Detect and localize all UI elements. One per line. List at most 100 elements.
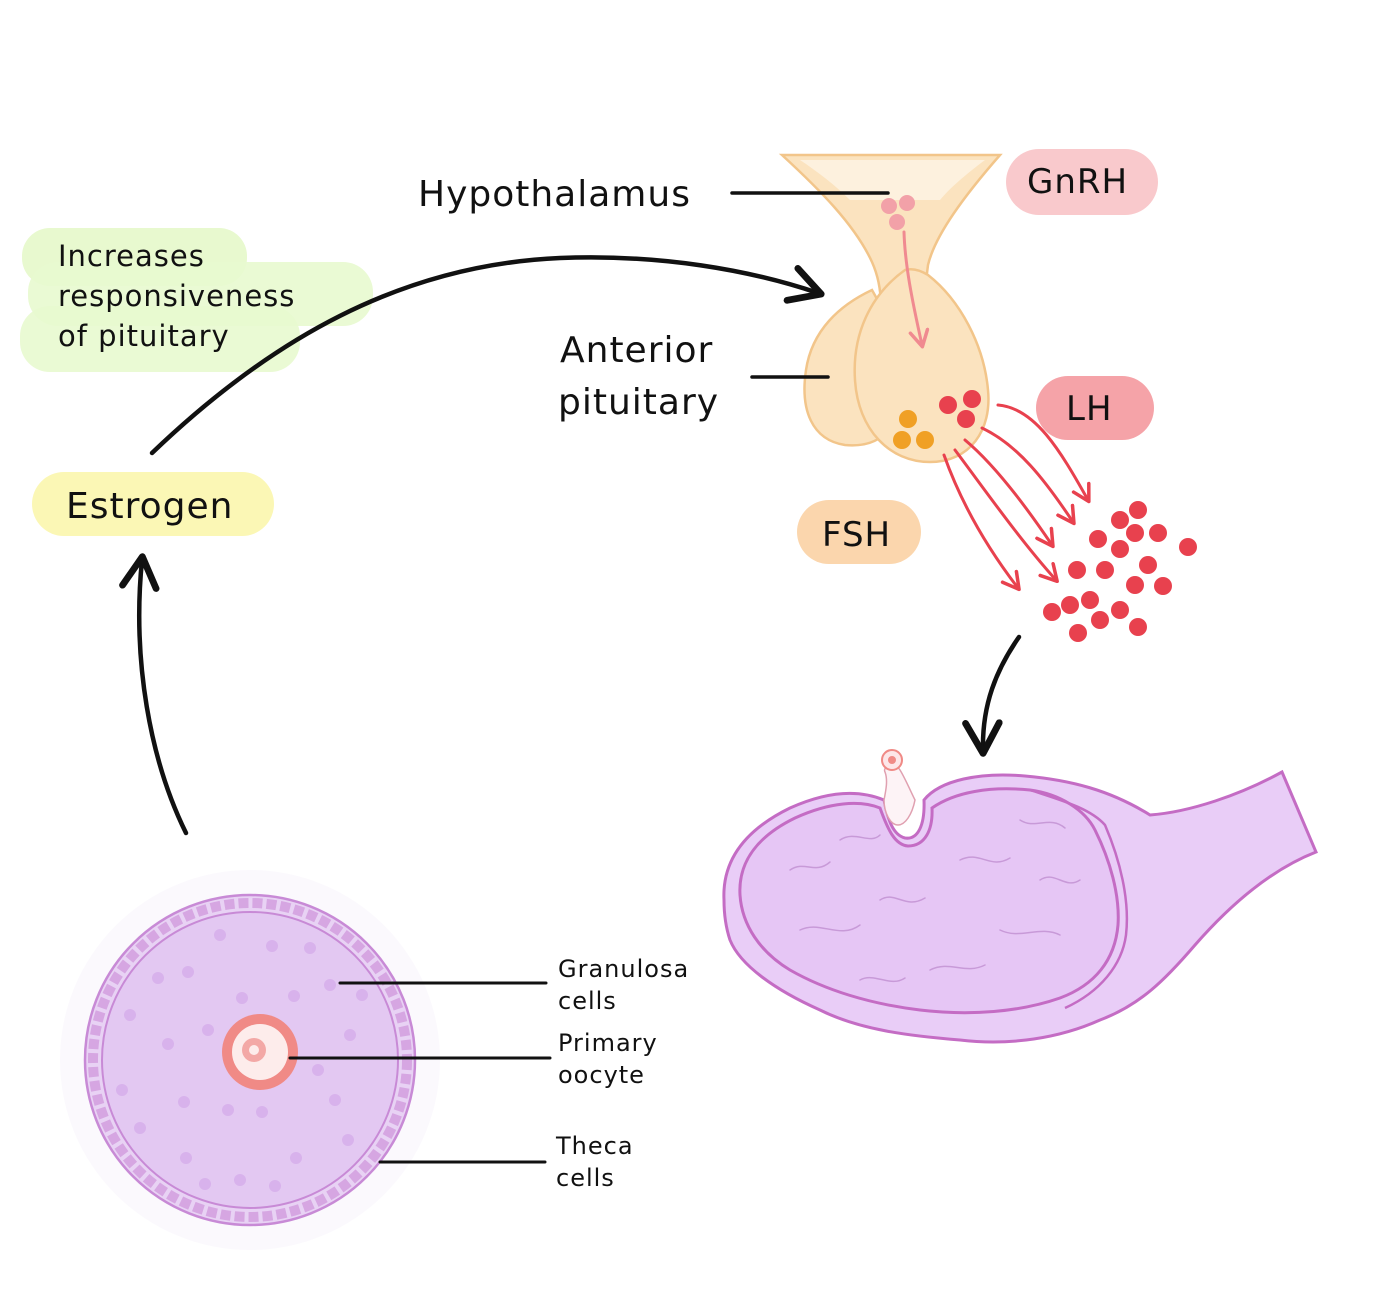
release-arrow [980, 426, 1076, 526]
hypothalamus-top-shade [800, 160, 985, 200]
gnrh-badge-bg [1006, 149, 1158, 215]
hormone-dot [1126, 576, 1144, 594]
lh-badge: LH [1036, 376, 1154, 440]
released-hormone-cluster [1043, 501, 1197, 642]
granulosa-cell [290, 1152, 302, 1164]
vessel [959, 856, 1011, 863]
fsh-granule [916, 431, 934, 449]
granulosa-cell [266, 940, 278, 952]
hormone-dot [1126, 524, 1144, 542]
hormone-dot [1129, 501, 1147, 519]
hormone-dot [1043, 603, 1061, 621]
gnrh-release-arrow [902, 230, 930, 349]
granulosa-cell [214, 929, 226, 941]
lh-granule [963, 390, 981, 408]
vessel [799, 924, 861, 932]
granulosa-cell [236, 992, 248, 1004]
theca-label-line-1: Theca [555, 1132, 634, 1160]
vessel [859, 976, 906, 983]
anterior-pituitary-label-line-2: pituitary [558, 382, 719, 423]
granulosa-cell [356, 989, 368, 1001]
release-arrow [996, 403, 1091, 504]
granulosa-cell [256, 1106, 268, 1118]
granulosa-cell [134, 1122, 146, 1134]
fsh-granule [899, 410, 917, 428]
lh-badge-bg [1036, 376, 1154, 440]
granulosa-cell [269, 1180, 281, 1192]
fsh-granule [893, 431, 911, 449]
estrogen-badge: Estrogen [32, 472, 274, 536]
hormone-dot [1154, 577, 1172, 595]
note-line-3: of pituitary [58, 319, 230, 353]
granulosa-cell [234, 1174, 246, 1186]
gnrh-granule [899, 195, 915, 211]
hormone-dot [1111, 511, 1129, 529]
granulosa-cell-dots [116, 929, 368, 1192]
fsh-label: FSH [822, 515, 891, 555]
anterior-pituitary-label-line-1: Anterior [560, 330, 713, 371]
ovary-cortex [738, 787, 1120, 1015]
granulosa-cell [180, 1152, 192, 1164]
responsiveness-note: Increases responsiveness of pituitary [20, 228, 373, 372]
hormone-dot [1089, 530, 1107, 548]
estrogen-label: Estrogen [66, 486, 233, 527]
granulosa-cell [116, 1084, 128, 1096]
gnrh-badge: GnRH [1006, 149, 1158, 215]
vessel [999, 929, 1061, 936]
granulosa-cell [304, 942, 316, 954]
granulosa-cell [199, 1178, 211, 1190]
lh-granule [957, 410, 975, 428]
vessel [789, 861, 831, 871]
vessel [1019, 819, 1066, 829]
granulosa-ring-dashes [88, 898, 412, 1222]
hormone-dot [1139, 556, 1157, 574]
hormone-dot [1179, 538, 1197, 556]
granulosa-cell [342, 1134, 354, 1146]
pituitary-anterior-lobe [853, 267, 990, 464]
note-line-1: Increases [58, 239, 205, 273]
ovulating-follicle-stalk [883, 764, 916, 826]
released-oocyte-nucleus [888, 756, 896, 764]
granulosa-cell [288, 990, 300, 1002]
hormones-to-ovary-arrow [962, 634, 1022, 757]
ovary-vessels [789, 819, 1081, 983]
gnrh-granule [889, 214, 905, 230]
granulosa-cell [222, 1104, 234, 1116]
release-arrow [963, 438, 1055, 549]
estrogen-to-pituitary-arrow [149, 255, 825, 456]
hormone-dot [1081, 591, 1099, 609]
fsh-badge: FSH [797, 500, 921, 564]
release-arrow [953, 448, 1059, 584]
fsh-badge-bg [797, 500, 921, 564]
lh-granule [939, 396, 957, 414]
note-line-2: responsiveness [58, 279, 295, 313]
oocyte-label-line-1: Primary [558, 1029, 658, 1057]
hypothalamus-label: Hypothalamus [418, 174, 691, 215]
granulosa-cell [178, 1096, 190, 1108]
note-highlight-3 [20, 306, 300, 372]
oocyte-label-line-2: oocyte [558, 1061, 645, 1089]
hormone-dot [1111, 540, 1129, 558]
hormone-dot [1091, 611, 1109, 629]
gnrh-granule [881, 198, 897, 214]
granulosa-label-line-1: Granulosa [558, 955, 689, 983]
oocyte-nucleolus [249, 1045, 259, 1055]
hormone-dot [1129, 618, 1147, 636]
granulosa-cell [182, 966, 194, 978]
lh-label: LH [1066, 389, 1113, 429]
follicle-illustration [60, 870, 440, 1250]
theca-label-line-2: cells [556, 1164, 615, 1192]
vessel [839, 834, 881, 841]
granulosa-label-line-2: cells [558, 987, 617, 1015]
granulosa-cell [312, 1064, 324, 1076]
granulosa-cell [324, 979, 336, 991]
vessel [1039, 876, 1081, 884]
hormone-dot [1068, 561, 1086, 579]
vessel [879, 896, 926, 903]
hormone-dot [1096, 561, 1114, 579]
hormone-dot [1069, 624, 1087, 642]
vessel [929, 964, 986, 971]
granulosa-cell [124, 1009, 136, 1021]
ovary-medulla-edge [1029, 788, 1129, 1010]
